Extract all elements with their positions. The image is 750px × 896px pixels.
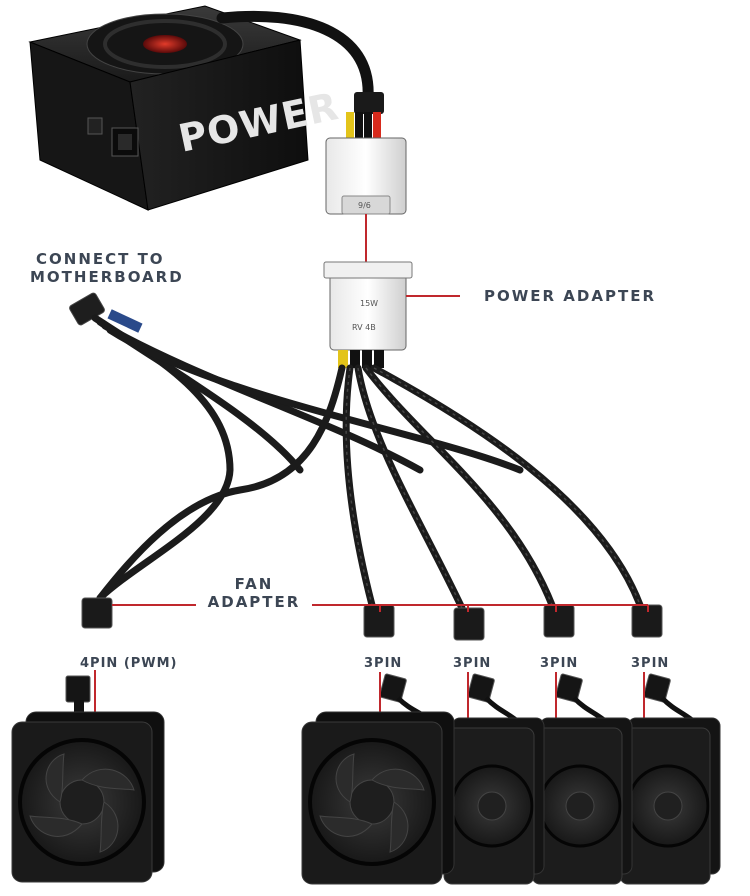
svg-text:9/6: 9/6 xyxy=(358,201,371,210)
adapter-plug-3pin-2 xyxy=(453,607,485,641)
fan-3pin-4 xyxy=(619,717,721,885)
svg-text:RV 4B: RV 4B xyxy=(352,323,376,332)
power-adapter-connector: 15W RV 4B xyxy=(323,261,413,351)
connect-label-line1: CONNECT TO xyxy=(36,250,165,268)
psu-wire-colors xyxy=(346,112,381,140)
psu-side-face xyxy=(129,39,309,211)
fan-3pin-group xyxy=(301,711,721,885)
power-supply-unit: POWER xyxy=(28,5,343,211)
pin4-pwm-label: 4PIN (PWM) xyxy=(80,656,178,671)
psu-molex-connector: 9/6 xyxy=(325,137,407,215)
connect-label-line2: MOTHERBOARD xyxy=(30,268,184,286)
power-adapter-label: POWER ADAPTER xyxy=(484,287,657,305)
fan-adapter-label: FAN ADAPTER xyxy=(196,575,312,611)
psu-fan-hub xyxy=(143,35,187,53)
fan-3pin-1 xyxy=(301,711,455,885)
pin3-label-4: 3PIN xyxy=(631,656,670,671)
fan-4pin xyxy=(11,711,165,883)
adapter-wire-bundle xyxy=(338,350,384,368)
fan-adapter-line2: ADAPTER xyxy=(207,593,301,611)
svg-text:15W: 15W xyxy=(360,299,378,308)
pin3-label-3: 3PIN xyxy=(540,656,579,671)
fan-adapter-line1: FAN xyxy=(234,575,274,593)
connect-to-motherboard-label: CONNECT TO MOTHERBOARD xyxy=(30,250,184,286)
fan-adapter-leader-lines xyxy=(112,604,649,612)
psu-output-cable xyxy=(216,10,374,104)
fan-adapter-connectors xyxy=(81,597,663,641)
cable-sleeve-end xyxy=(354,92,384,114)
pin3-label-2: 3PIN xyxy=(453,656,492,671)
cable-braid-highlights xyxy=(345,367,641,609)
psu-power-socket xyxy=(87,117,139,157)
adapter-plug-3pin-3 xyxy=(543,604,575,638)
psu-fan-ring xyxy=(103,19,227,69)
fan-3pin-2 xyxy=(443,717,545,885)
pin3-label-1: 3PIN xyxy=(364,656,403,671)
fan-3pin-3 xyxy=(531,717,633,885)
adapter-plug-4pin xyxy=(81,597,113,629)
